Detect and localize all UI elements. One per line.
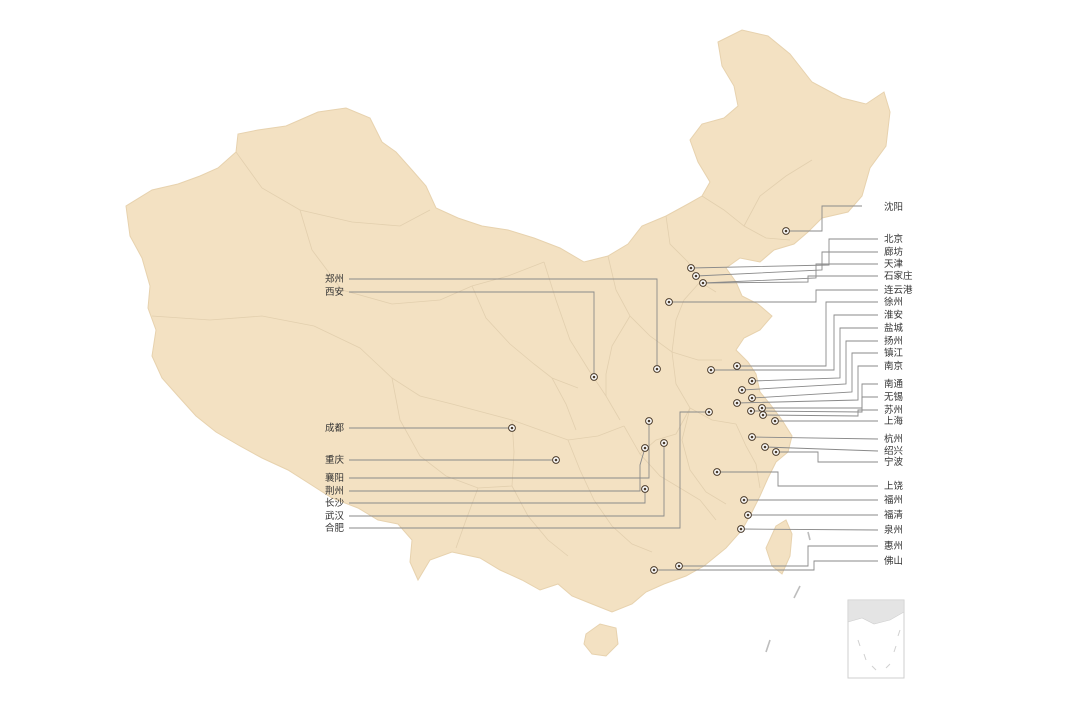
city-label-quanzhou: 泉州 — [884, 524, 903, 536]
city-marker-dot — [592, 375, 596, 379]
city-marker-dot — [740, 388, 744, 392]
city-marker-dot — [750, 379, 754, 383]
city-marker-dot — [774, 450, 778, 454]
city-label-langfang: 廊坊 — [884, 246, 904, 258]
city-marker-dot — [701, 281, 705, 285]
leader-lines-left — [349, 278, 709, 529]
city-label-lianyungang: 连云港 — [884, 284, 913, 296]
city-marker-dot — [760, 406, 764, 410]
city-label-huaian: 淮安 — [884, 309, 903, 321]
city-marker-dot — [784, 229, 788, 233]
city-marker-dot — [749, 409, 753, 413]
city-label-xuzhou: 徐州 — [884, 296, 903, 308]
city-label-suzhou: 苏州 — [884, 404, 903, 416]
city-marker-dot — [773, 419, 777, 423]
city-label-changsha: 长沙 — [325, 497, 345, 509]
city-marker-dot — [761, 413, 765, 417]
city-marker-dot — [643, 487, 647, 491]
city-label-xiangyang: 襄阳 — [325, 472, 344, 484]
hainan-island — [583, 623, 619, 657]
city-marker-dot — [735, 364, 739, 368]
maritime-dashes — [765, 531, 811, 653]
city-label-fuqing: 福清 — [884, 509, 904, 521]
city-label-hefei: 合肥 — [325, 522, 345, 534]
city-label-shijiazhuang: 石家庄 — [884, 270, 913, 282]
city-marker-dot — [554, 458, 558, 462]
city-label-fuzhou: 福州 — [884, 494, 903, 506]
city-marker-dot — [735, 401, 739, 405]
city-marker-dot — [709, 368, 713, 372]
province-borders — [151, 151, 813, 557]
city-marker-dot — [750, 396, 754, 400]
city-marker-dot — [746, 513, 750, 517]
taiwan-island — [765, 519, 793, 575]
city-marker-dot — [694, 274, 698, 278]
city-marker-dot — [647, 419, 651, 423]
labels-left: 郑州 西安 成都 重庆 襄阳 荆州 长沙 武汉 合肥 — [325, 273, 345, 534]
city-marker-dot — [715, 470, 719, 474]
leader-lines-right — [654, 205, 879, 571]
city-label-tianjin: 天津 — [884, 259, 904, 270]
city-label-yangzhou: 扬州 — [884, 335, 903, 347]
china-mainland — [125, 29, 891, 613]
city-label-shenyang: 沈阳 — [884, 201, 903, 213]
city-label-nantong: 南通 — [884, 378, 904, 390]
city-label-xian: 西安 — [325, 286, 344, 298]
city-marker-dot — [652, 568, 656, 572]
city-marker-dot — [750, 435, 754, 439]
city-label-shanghai: 上海 — [884, 415, 904, 427]
city-label-chongqing: 重庆 — [325, 454, 345, 466]
city-marker-dot — [510, 426, 514, 430]
city-label-shaoxing: 绍兴 — [884, 445, 903, 457]
city-markers — [508, 227, 790, 574]
city-label-shangrao: 上饶 — [884, 480, 904, 492]
city-label-wuhan: 武汉 — [325, 510, 345, 522]
city-marker-dot — [763, 445, 767, 449]
city-label-wuxi: 无锡 — [884, 391, 903, 403]
city-label-huizhou: 惠州 — [884, 540, 903, 552]
city-label-zhengzhou: 郑州 — [325, 273, 344, 285]
city-marker-dot — [667, 300, 671, 304]
city-marker-dot — [643, 446, 647, 450]
city-label-jingzhou: 荆州 — [325, 485, 344, 497]
labels-right: 沈阳 北京 廊坊 天津 石家庄 连云港 徐州 淮安 盐城 扬州 镇江 南京 南通… — [884, 201, 913, 567]
city-label-beijing: 北京 — [884, 233, 903, 245]
city-marker-dot — [689, 266, 693, 270]
city-marker-dot — [677, 564, 681, 568]
city-label-yancheng: 盐城 — [884, 322, 904, 334]
city-label-zhenjiang: 镇江 — [884, 347, 904, 359]
south-china-sea-inset — [847, 599, 905, 679]
city-label-foshan: 佛山 — [884, 555, 903, 567]
city-label-ningbo: 宁波 — [884, 456, 904, 468]
city-marker-dot — [655, 367, 659, 371]
city-marker-dot — [739, 527, 743, 531]
city-label-chengdu: 成都 — [325, 422, 345, 434]
city-marker-dot — [742, 498, 746, 502]
city-label-nanjing: 南京 — [884, 360, 903, 372]
city-marker-dot — [662, 441, 666, 445]
city-marker-dot — [707, 410, 711, 414]
city-label-hangzhou: 杭州 — [884, 433, 903, 445]
